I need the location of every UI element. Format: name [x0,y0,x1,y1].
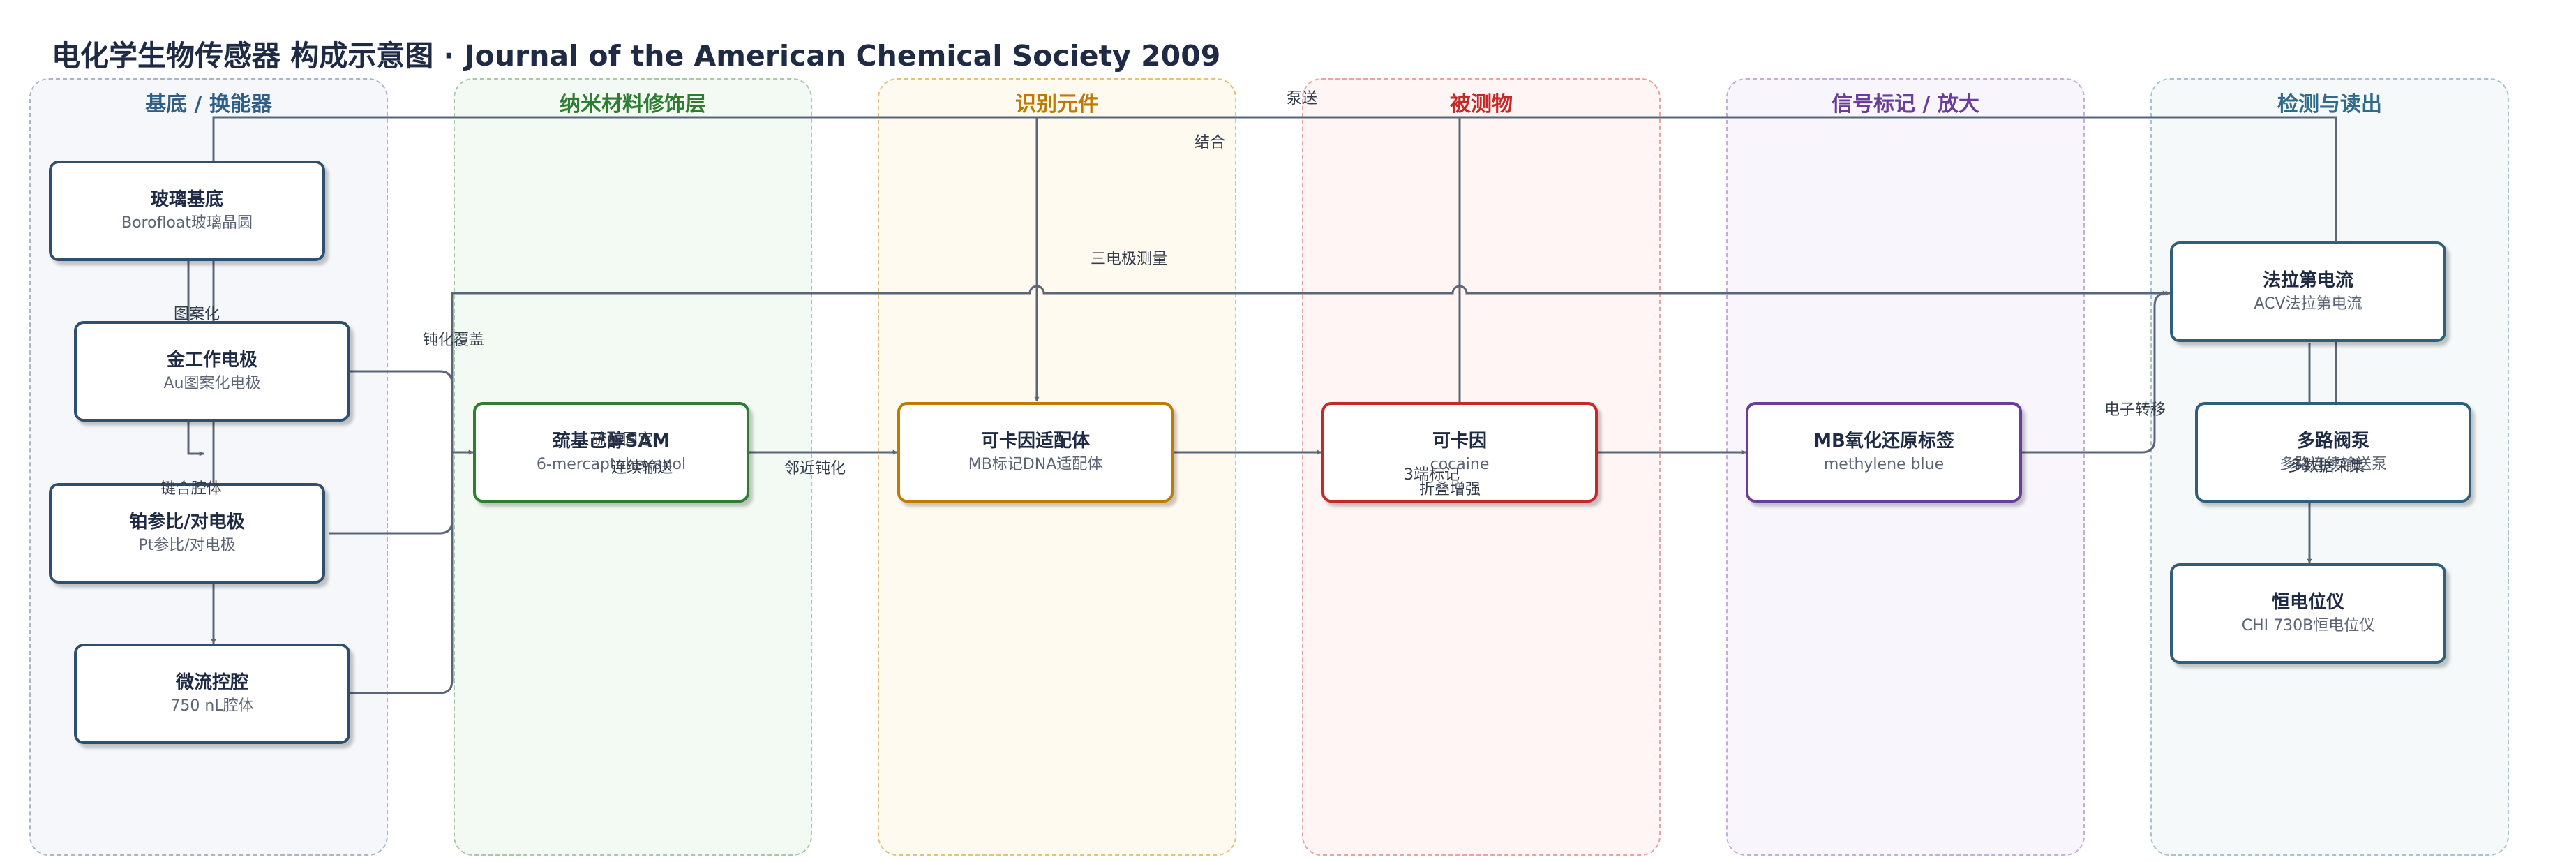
node-name: 可卡因适配体 [980,431,1090,452]
node-name: 可卡因 [1432,431,1487,452]
lane-title-nanomaterial: 纳米材料修饰层 [560,92,706,117]
node-sub: CHI 730B恒电位仪 [2241,617,2375,634]
node-name: 法拉第电流 [2262,270,2353,291]
edge-micro-sam [350,452,454,694]
lane-title-signal: 信号标记 / 放大 [1832,92,1979,117]
lane-title-readout: 检测与读出 [2277,92,2382,117]
edge-label-electron: 电子转移 [2104,401,2166,419]
node-sub: ACV法拉第电流 [2254,295,2362,313]
node-sub: 6-mercaptohexanol [536,456,687,473]
node-faradaic-current: 法拉第电流 ACV法拉第电流 [2170,241,2446,342]
edge-label-adjacent: 邻近钝化 [784,460,846,477]
edge-pump-micro [211,116,2337,644]
lane-title-recognition: 识别元件 [1015,92,1099,117]
node-gold-electrode: 金工作电极 Au图案化电极 [74,321,350,422]
edge-mb-faradaic [2022,290,2168,454]
node-pt-electrode: 铂参比/对电极 Pt参比/对电极 [49,483,325,584]
node-name: 铂参比/对电极 [129,512,245,533]
node-name: 恒电位仪 [2271,592,2344,613]
lane-title-substrate: 基底 / 换能器 [145,92,272,117]
edge-label-labeling: 3端标记 [1404,466,1460,484]
node-microfluidic-chamber: 微流控腔 750 nL腔体 [74,644,350,744]
node-name: 金工作电极 [166,350,257,371]
node-name: 多路阀泵 [2296,431,2369,452]
edge-label-three-electrode: 三电极测量 [1090,251,1168,268]
node-cocaine: 可卡因 cocaine [1321,402,1598,503]
node-sub: Au图案化电极 [163,375,261,392]
edge-label-passivation: 钝化覆盖 [422,332,485,349]
edge-label-binding: 结合 [1194,134,1226,151]
edge-label-pumping: 泵送 [1286,90,1318,107]
node-sub: cocaine [1430,456,1490,473]
edge-label-fold: 折叠增强 [1418,481,1481,498]
node-multiplex-pump: 多路阀泵 多路连续输送泵 [2195,402,2471,503]
edge-pt-sam [329,452,454,535]
node-name: 巯基己醇SAM [552,431,671,452]
node-name: 微流控腔 [175,672,248,693]
node-sub: methylene blue [1823,456,1945,473]
node-cocaine-aptamer: 可卡因适配体 MB标记DNA适配体 [897,402,1174,503]
node-mb-redox-label: MB氧化还原标签 methylene blue [1746,402,2022,503]
node-sub: Pt参比/对电极 [138,537,236,554]
node-sub: 多路连续输送泵 [2279,456,2387,473]
node-sub: Borofloat玻璃晶圆 [121,214,253,232]
node-sub: 750 nL腔体 [170,697,254,715]
node-sam-layer: 巯基己醇SAM 6-mercaptohexanol [473,402,749,503]
edge-label-collect: 多数据采集 [2287,458,2365,475]
node-name: MB氧化还原标签 [1813,431,1954,452]
page-title: 电化学生物传感器 构成示意图 · Journal of the American… [52,39,1221,73]
edge-label-thiol: 硫醇固定 [591,431,654,449]
edge-gold-sam [350,370,474,455]
node-name: 玻璃基底 [150,189,223,210]
node-potentiostat: 恒电位仪 CHI 730B恒电位仪 [2170,563,2446,664]
edge-gold-faradaic [451,285,2171,384]
edge-label-bonding: 键合腔体 [160,480,223,498]
lane-title-analyte: 被测物 [1450,92,1513,117]
edge-label-patterning: 图案化 [173,306,220,323]
node-sub: MB标记DNA适配体 [968,456,1103,473]
node-glass-substrate: 玻璃基底 Borofloat玻璃晶圆 [49,161,325,261]
edge-label-continuous: 连续输送 [611,459,673,477]
